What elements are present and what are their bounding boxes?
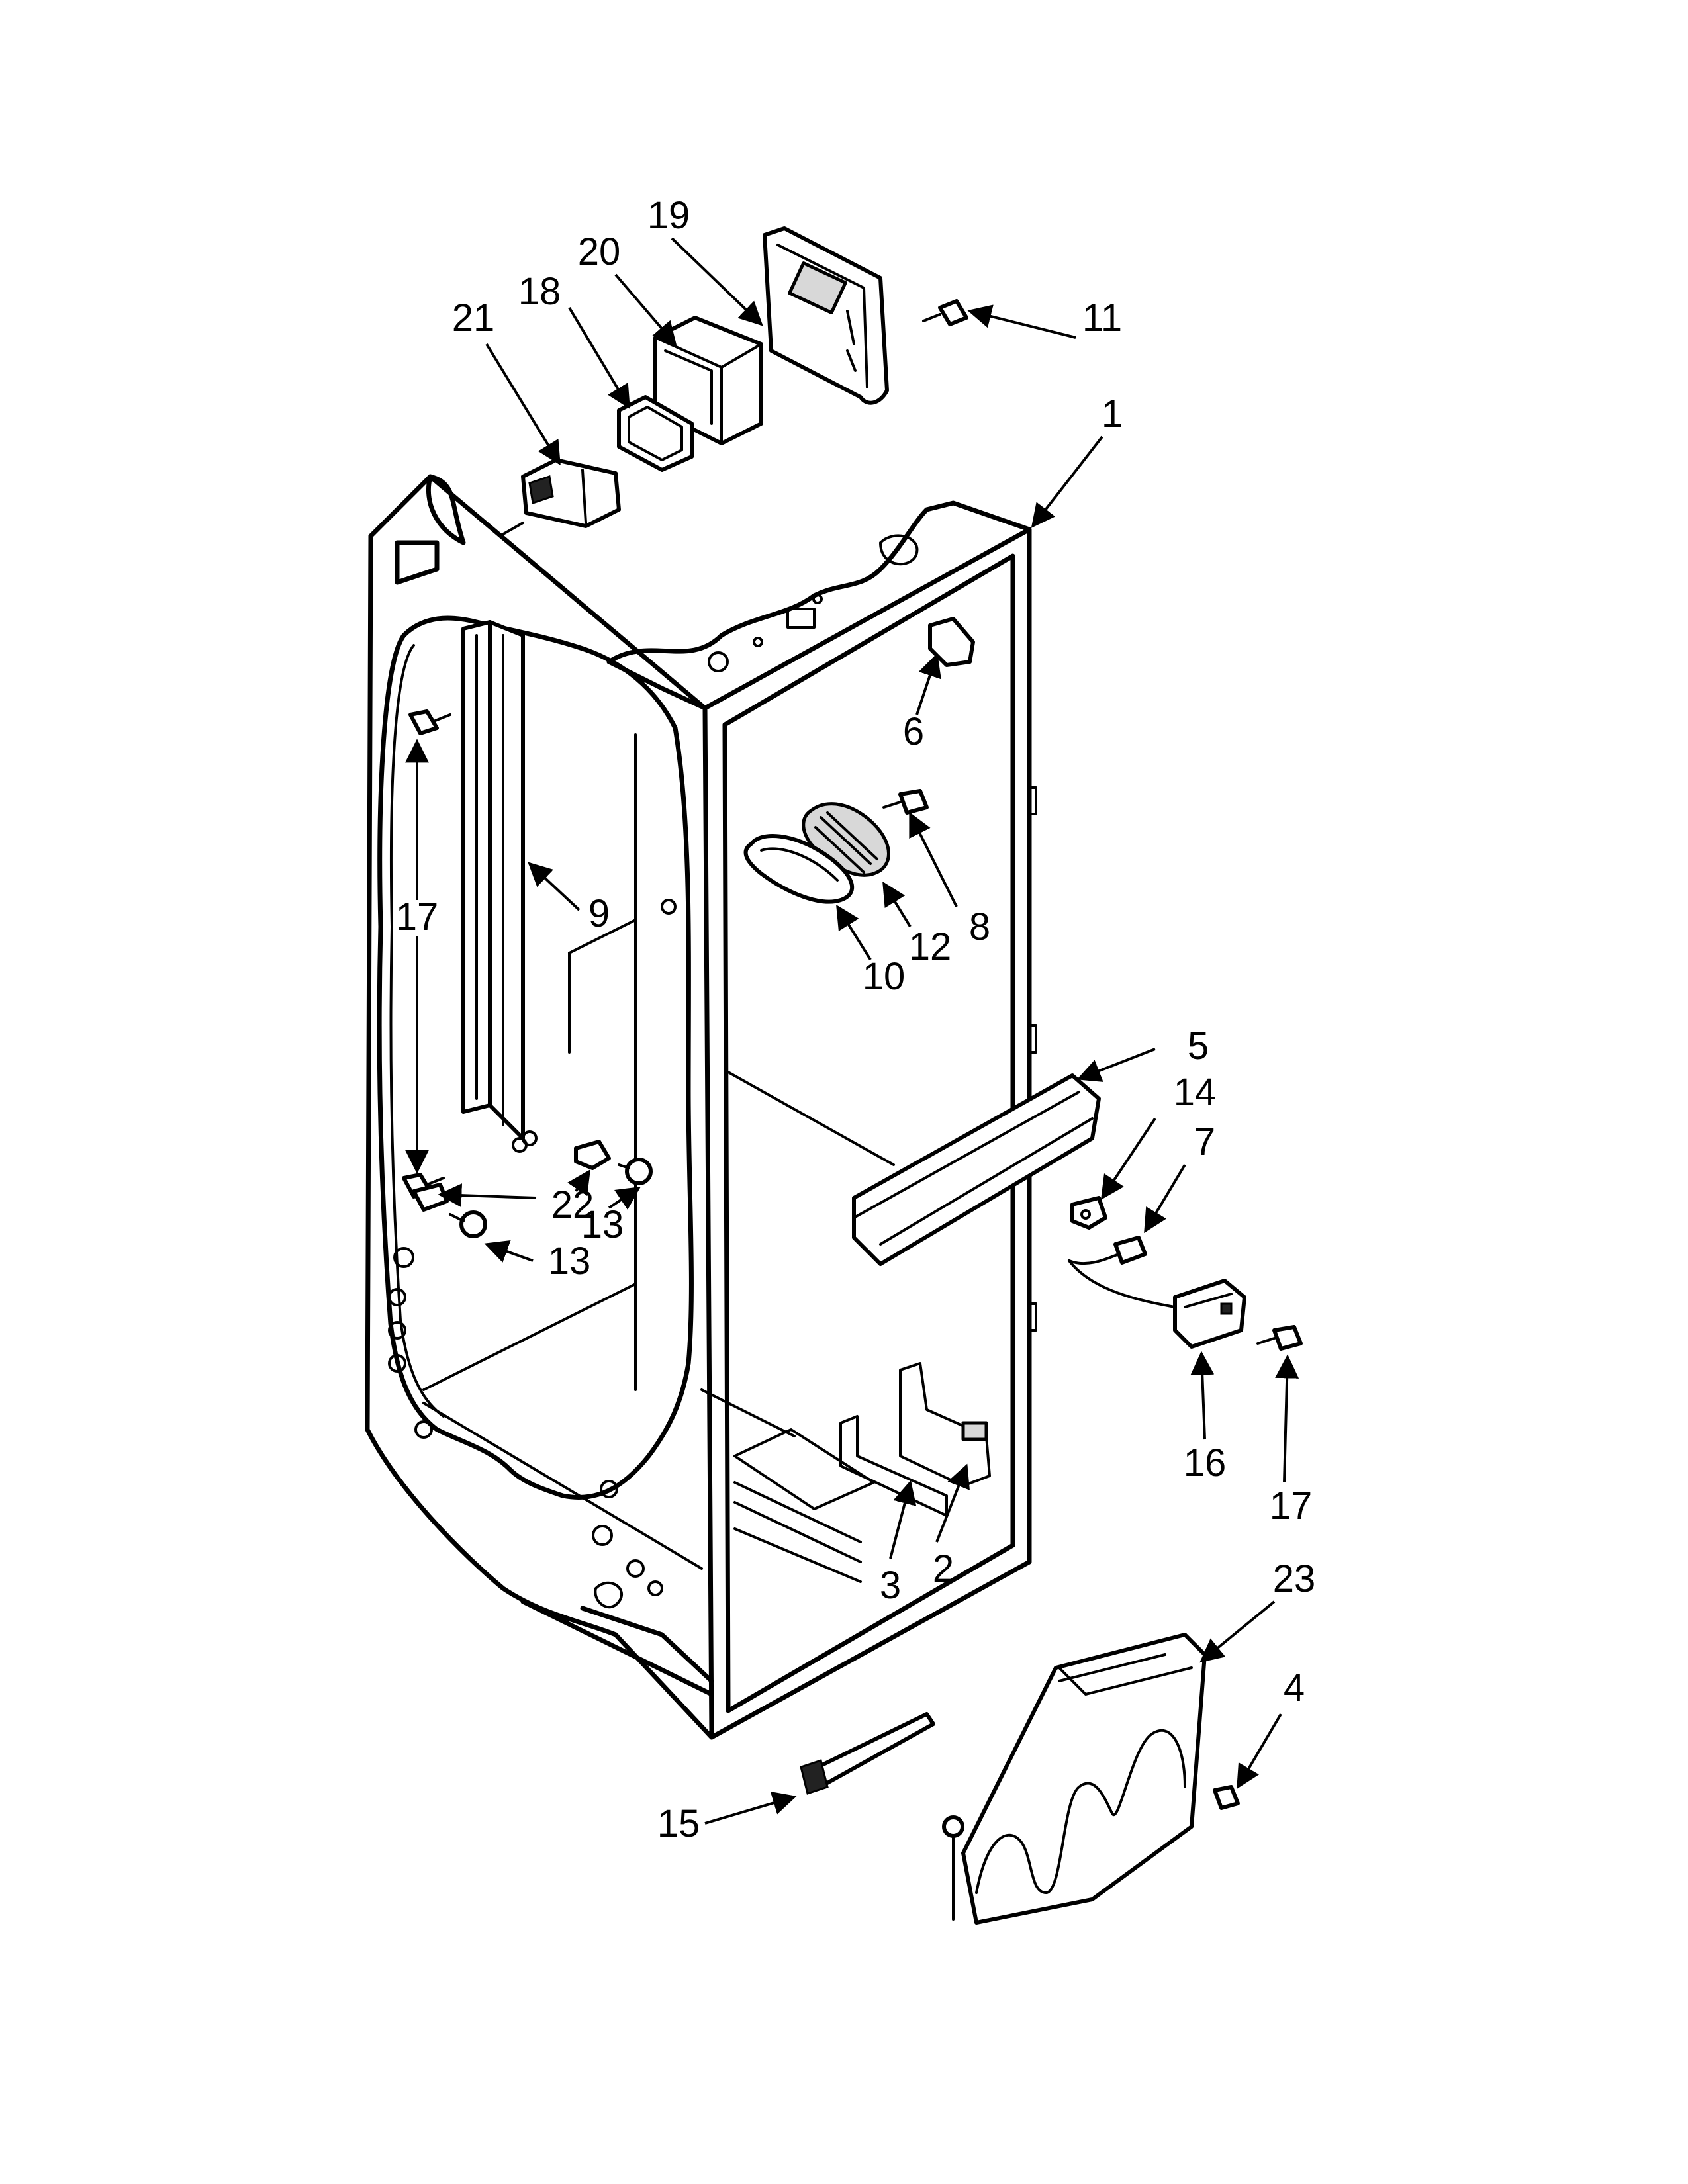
socket-22-upper [574, 1140, 611, 1170]
callout-1: 1 [1102, 392, 1123, 435]
callout-20: 20 [578, 230, 621, 273]
callout-6: 6 [903, 710, 924, 753]
leader-lines [405, 237, 1299, 1825]
bracket-2 [899, 1362, 991, 1487]
callout-labels: 19 20 18 21 11 1 6 8 12 10 9 17 5 14 7 2… [396, 194, 1316, 1845]
screw-17-right [1256, 1325, 1303, 1351]
harness-7 [1068, 1236, 1176, 1308]
callout-11: 11 [1082, 296, 1122, 340]
screw-4 [1213, 1785, 1240, 1810]
heater-23 [942, 1633, 1207, 1925]
callout-12: 12 [909, 925, 952, 968]
bracket-3 [839, 1415, 948, 1517]
callout-21: 21 [452, 296, 495, 340]
callout-19: 19 [647, 194, 690, 237]
callout-10: 10 [863, 955, 906, 998]
callout-3: 3 [880, 1564, 901, 1607]
callout-2: 2 [933, 1547, 954, 1590]
callout-4: 4 [1284, 1666, 1305, 1709]
callout-8: 8 [969, 905, 990, 948]
callout-16: 16 [1184, 1441, 1227, 1484]
lens-10 [743, 834, 855, 904]
callout-5: 5 [1188, 1024, 1209, 1068]
callout-18: 18 [518, 270, 561, 313]
callout-17-left: 17 [396, 895, 439, 938]
cable-tie-15 [800, 1712, 935, 1795]
bulb-13-upper [618, 1158, 653, 1185]
bulb-13-lower [449, 1210, 487, 1238]
switch [498, 458, 621, 537]
screw-8 [882, 789, 929, 815]
callout-9: 9 [588, 892, 610, 935]
callout-23: 23 [1273, 1557, 1316, 1600]
callout-15: 15 [657, 1802, 700, 1845]
cabinet-liner [365, 474, 1037, 1740]
callout-13-upper: 13 [581, 1203, 624, 1246]
callout-7: 7 [1194, 1120, 1215, 1163]
control-housing [763, 226, 889, 405]
screw-17-top [408, 709, 451, 735]
callout-17-right: 17 [1270, 1484, 1313, 1527]
callout-22: 22 [551, 1183, 594, 1226]
bracket-14 [1070, 1196, 1107, 1230]
socket-22-lower [412, 1183, 449, 1212]
switch-16 [1173, 1279, 1246, 1349]
callout-13-lower: 13 [548, 1240, 591, 1283]
screw-11 [922, 299, 968, 326]
gasket [617, 395, 694, 472]
callout-14: 14 [1174, 1071, 1217, 1114]
rail-5 [852, 1073, 1101, 1266]
shelf-ladder [461, 620, 525, 1140]
